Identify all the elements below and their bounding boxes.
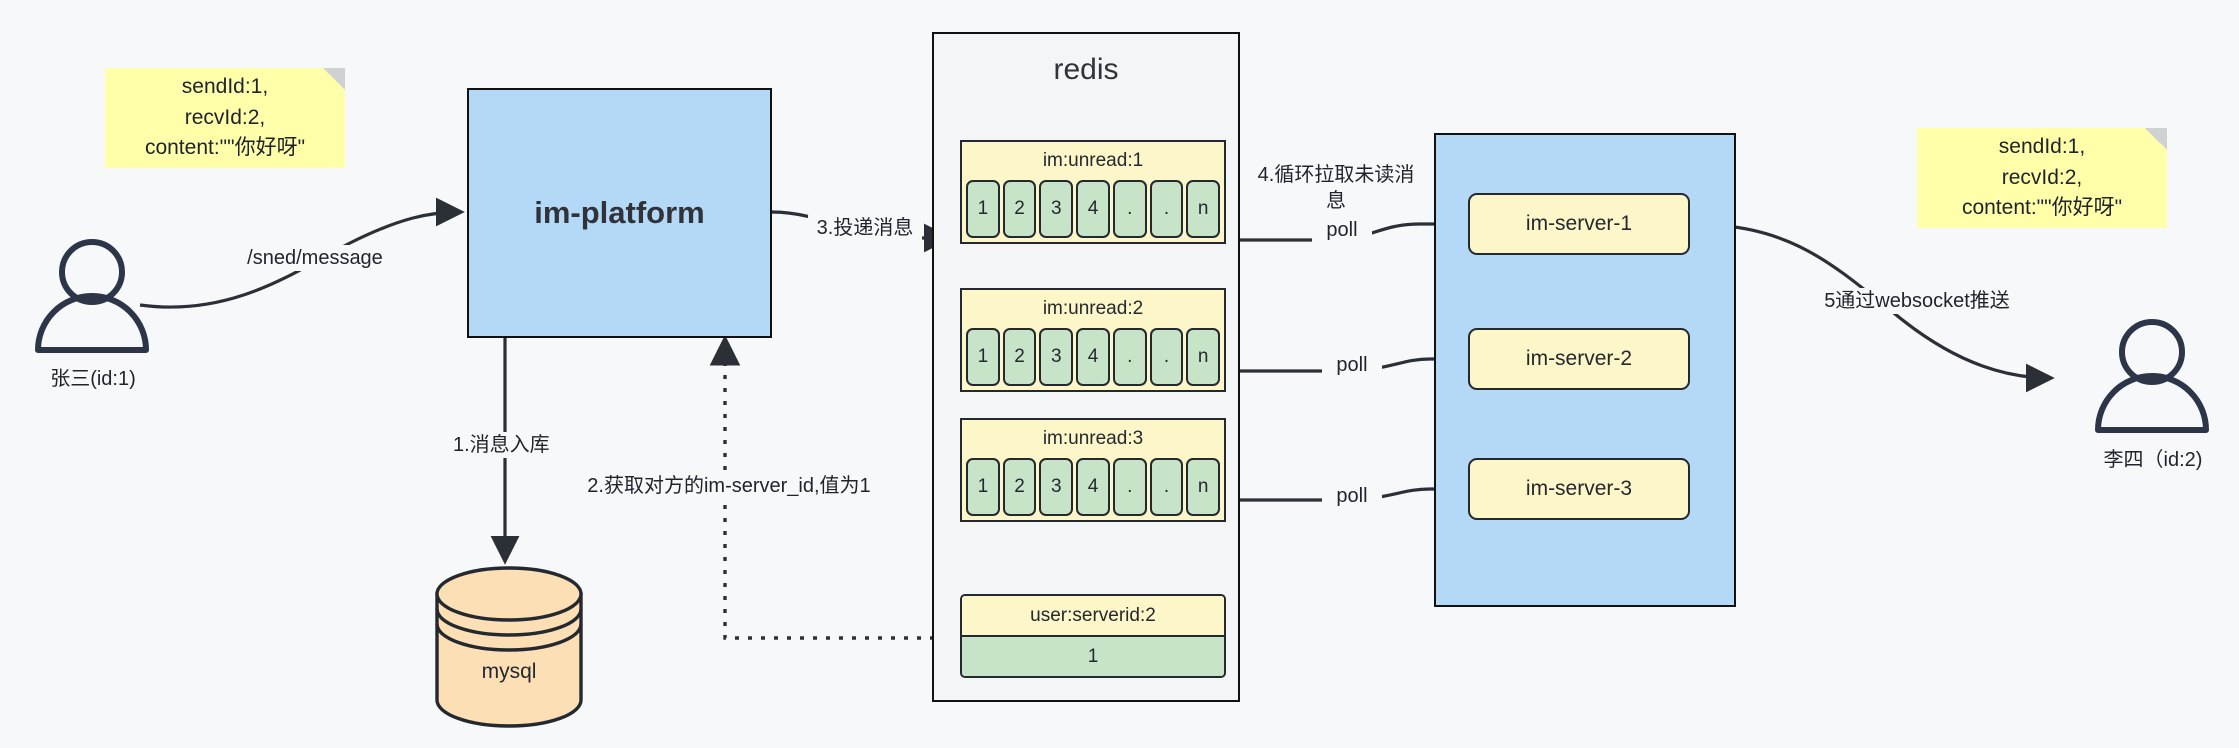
edge-label-push: 5通过websocket推送 [1790, 288, 2044, 314]
queue-cell: n [1186, 180, 1221, 238]
queue-cell: 1 [966, 328, 1000, 386]
queue-cell: 1 [966, 458, 1000, 516]
redis-key-group-2[interactable]: im:unread:2 1 2 3 4 . . n [960, 288, 1226, 392]
edge-label-pullmsg: 4.循环拉取未读消 息 [1254, 162, 1418, 214]
queue-cell: 4 [1076, 458, 1110, 516]
edge-label-poll-2: poll [1322, 352, 1382, 378]
im-server-3-box[interactable]: im-server-3 [1468, 458, 1690, 520]
queue-cell: 2 [1002, 180, 1037, 238]
edge-label-store: 1.消息入库 [451, 432, 565, 458]
redis-key-label-2: im:unread:2 [1042, 298, 1144, 319]
queue-cell: 2 [1002, 458, 1037, 516]
redis-kv-value: 1 [962, 635, 1224, 676]
redis-kv-key: user:serverid:2 [962, 596, 1224, 635]
arrow-getsid [709, 334, 960, 640]
mysql-label: mysql [481, 660, 537, 683]
im-server-3-label: im-server-3 [1525, 477, 1633, 500]
queue-cell: n [1186, 458, 1221, 516]
queue-cell: . [1112, 180, 1147, 238]
actor-receiver-icon [2095, 319, 2209, 433]
queue-cell: . [1112, 458, 1147, 516]
note-left-text: sendId:1, recvId:2, content:""你好呀" [144, 75, 306, 160]
queue-cell: . [1149, 328, 1184, 386]
im-server-1-label: im-server-1 [1525, 212, 1633, 235]
redis-cells-1: 1 2 3 4 . . n [962, 180, 1224, 242]
redis-key-label-3: im:unread:3 [1042, 428, 1144, 449]
edge-label-deliver: 3.投递消息 [808, 215, 922, 241]
queue-cell: . [1149, 458, 1184, 516]
queue-cell: 2 [1002, 328, 1037, 386]
redis-title-label: redis [1053, 53, 1119, 86]
redis-key-label-1: im:unread:1 [1042, 150, 1144, 171]
redis-key-group-1[interactable]: im:unread:1 1 2 3 4 . . n [960, 140, 1226, 244]
queue-cell: 4 [1076, 180, 1110, 238]
edge-label-poll-3: poll [1322, 483, 1382, 509]
note-right-text: sendId:1, recvId:2, content:""你好呀" [1961, 135, 2123, 220]
edge-label-poll-1: poll [1312, 217, 1372, 243]
note-fold-icon [2145, 128, 2167, 150]
queue-cell: 1 [966, 180, 1000, 238]
im-server-1-box[interactable]: im-server-1 [1468, 193, 1690, 255]
queue-cell: 4 [1076, 328, 1110, 386]
note-right: sendId:1, recvId:2, content:""你好呀" [1917, 128, 2167, 228]
queue-cell: 3 [1039, 328, 1074, 386]
redis-title: redis [932, 48, 1240, 92]
queue-cell: . [1149, 180, 1184, 238]
queue-cell: 3 [1039, 458, 1074, 516]
actor-sender-icon [35, 239, 149, 353]
note-fold-icon [323, 68, 345, 90]
note-left: sendId:1, recvId:2, content:""你好呀" [105, 68, 345, 168]
im-server-2-box[interactable]: im-server-2 [1468, 328, 1690, 390]
redis-cells-2: 1 2 3 4 . . n [962, 328, 1224, 390]
actor-sender-label: 张三(id:1) [50, 368, 136, 390]
im-platform-box[interactable]: im-platform [467, 88, 772, 338]
redis-kv-box[interactable]: user:serverid:2 1 [960, 594, 1226, 678]
im-server-2-label: im-server-2 [1525, 347, 1633, 370]
queue-cell: n [1186, 328, 1221, 386]
edge-label-getsid: 2.获取对方的im-server_id,值为1 [577, 473, 881, 499]
redis-cells-3: 1 2 3 4 . . n [962, 458, 1224, 520]
redis-key-group-3[interactable]: im:unread:3 1 2 3 4 . . n [960, 418, 1226, 522]
actor-receiver-label: 李四（id:2) [2103, 449, 2203, 471]
queue-cell: 3 [1039, 180, 1074, 238]
mysql-cylinder-icon [435, 566, 583, 728]
queue-cell: . [1112, 328, 1147, 386]
im-platform-label: im-platform [534, 195, 705, 230]
edge-label-send: /sned/message [228, 245, 402, 271]
